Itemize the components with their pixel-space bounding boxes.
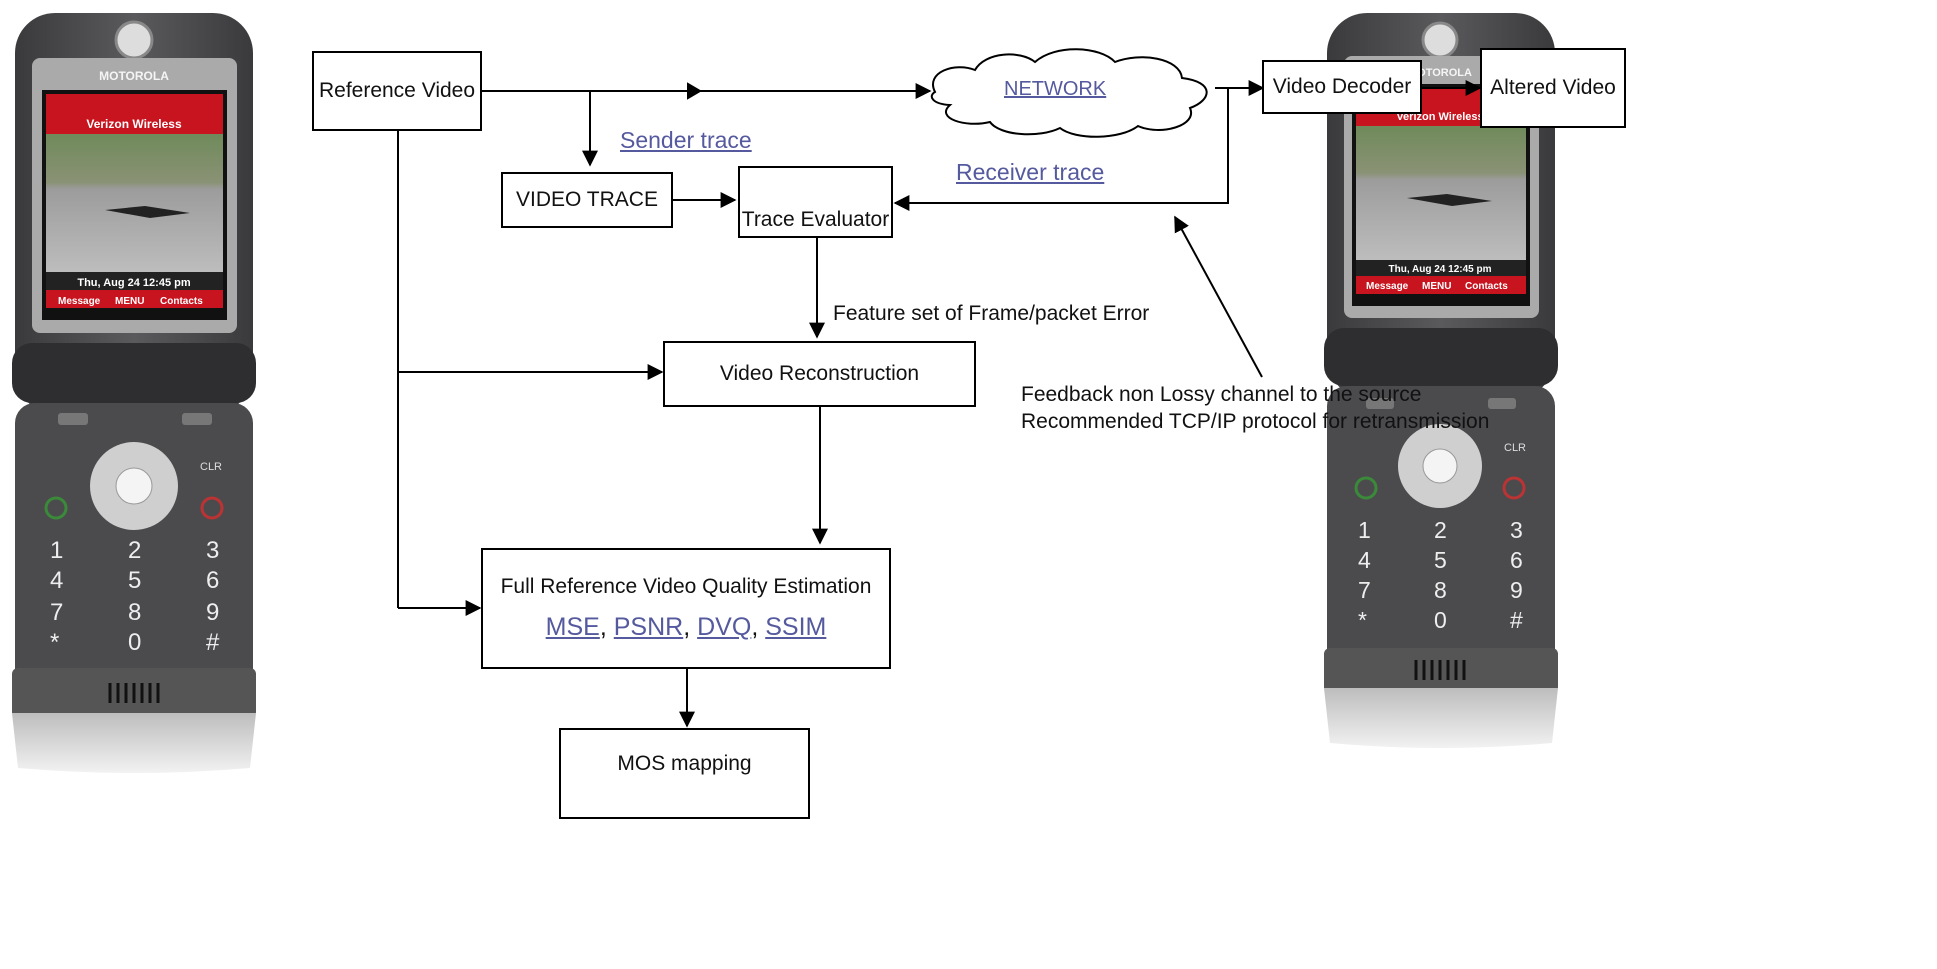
phone-brand: MOTOROLA (1408, 67, 1472, 79)
sender-trace-link[interactable]: Sender trace (620, 127, 752, 153)
key-hash: # (1510, 607, 1523, 633)
reference-video-label: Reference Video (318, 79, 476, 102)
datetime-label: Thu, Aug 24 12:45 pm (1389, 264, 1492, 275)
trace-evaluator-box: Trace Evaluator (738, 166, 893, 238)
video-trace-box: VIDEO TRACE (501, 172, 673, 228)
key-7: 7 (1358, 577, 1371, 603)
altered-video-label: Altered Video (1490, 76, 1616, 99)
key-9: 9 (1510, 577, 1523, 603)
key-hash: # (206, 629, 220, 656)
key-4: 4 (1358, 547, 1371, 573)
reference-video-box: Reference Video (312, 51, 482, 131)
key-5: 5 (128, 567, 141, 594)
key-0: 0 (1434, 607, 1447, 633)
metrics-row: MSE, PSNR, DVQ, SSIM (545, 613, 827, 641)
arrow-feedback-pointer (1174, 215, 1263, 378)
trace-evaluator-label: Trace Evaluator (741, 208, 890, 231)
mse-link[interactable]: MSE (545, 613, 600, 641)
feedback-line1-label: Feedback non Lossy channel to the source (1021, 383, 1422, 406)
key-0: 0 (128, 629, 141, 656)
ssim-link[interactable]: SSIM (765, 613, 827, 641)
fr-estimation-label: Full Reference Video Quality Estimation (500, 575, 872, 598)
network-cloud (930, 48, 1208, 138)
soft-right-label: Contacts (160, 296, 203, 307)
key-6: 6 (1510, 547, 1523, 573)
video-reconstruction-box: Video Reconstruction (663, 341, 976, 407)
video-decoder-box: Video Decoder (1262, 60, 1422, 114)
video-trace-label: VIDEO TRACE (516, 188, 658, 211)
video-reconstruction-label: Video Reconstruction (719, 362, 920, 385)
clr-label: CLR (200, 461, 222, 473)
clr-label: CLR (1504, 442, 1526, 454)
soft-mid-label: MENU (1422, 281, 1451, 292)
key-8: 8 (128, 599, 141, 626)
feature-set-label: Feature set of Frame/packet Error (833, 302, 1150, 325)
carrier-label: Verizon Wireless (86, 117, 182, 131)
carrier-label: Verizon Wireless (1396, 111, 1483, 123)
key-3: 3 (206, 537, 219, 564)
datetime-label: Thu, Aug 24 12:45 pm (77, 277, 191, 289)
key-star: * (50, 629, 59, 656)
key-5: 5 (1434, 547, 1447, 573)
key-2: 2 (1434, 517, 1447, 543)
key-8: 8 (1434, 577, 1447, 603)
key-9: 9 (206, 599, 219, 626)
phone-brand: MOTOROLA (99, 69, 169, 83)
receiver-trace-link[interactable]: Receiver trace (956, 159, 1105, 185)
key-7: 7 (50, 599, 63, 626)
key-2: 2 (128, 537, 141, 564)
soft-left-label: Message (58, 296, 101, 307)
soft-left-label: Message (1366, 281, 1409, 292)
video-decoder-label: Video Decoder (1272, 75, 1412, 98)
key-1: 1 (1358, 517, 1371, 543)
mos-mapping-box: MOS mapping (559, 728, 810, 819)
arrow-receiver-trace (893, 88, 1229, 211)
dvq-link[interactable]: DVQ (697, 613, 752, 641)
key-1: 1 (50, 537, 63, 564)
phone-left: MOTOROLA Verizon Wireless Thu, Aug 24 12… (12, 13, 256, 773)
soft-right-label: Contacts (1465, 281, 1508, 292)
psnr-link[interactable]: PSNR (613, 613, 684, 641)
feedback-line2-label: Recommended TCP/IP protocol for retransm… (1021, 410, 1490, 433)
key-star: * (1358, 607, 1367, 633)
altered-video-box: Altered Video (1480, 48, 1626, 128)
mos-mapping-label: MOS mapping (617, 752, 752, 775)
key-3: 3 (1510, 517, 1523, 543)
arrow-midpoint (687, 82, 702, 100)
network-link[interactable]: NETWORK (1004, 78, 1107, 100)
key-6: 6 (206, 567, 219, 594)
fr-estimation-box: Full Reference Video Quality Estimation … (481, 548, 891, 669)
key-4: 4 (50, 567, 63, 594)
soft-mid-label: MENU (115, 296, 144, 307)
